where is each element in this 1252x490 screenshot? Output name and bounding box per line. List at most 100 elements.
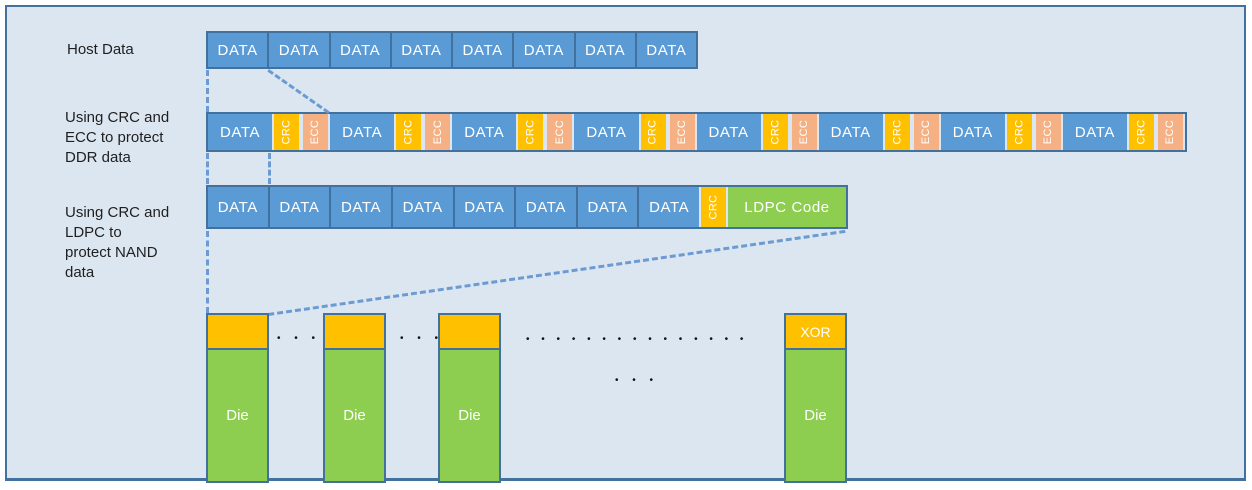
caption-line: protect NAND [65, 244, 158, 261]
data-block-label: DATA [340, 41, 381, 59]
data-block-label: DATA [830, 123, 871, 141]
dashed-connector-diagonal-ldpc [268, 229, 846, 316]
data-block: DATA [208, 187, 268, 227]
ecc-block: ECC [913, 114, 939, 150]
ecc-block: ECC [1158, 114, 1183, 150]
data-block-label: DATA [402, 198, 443, 216]
dashed-connector-diagonal [267, 69, 330, 114]
data-block-label: DATA [646, 41, 687, 59]
diagram-panel: Host Data Using CRC and ECC to protect D… [5, 5, 1246, 483]
data-block-label: DATA [464, 123, 505, 141]
ellipsis-dots-long: • • • • • • • • • • • • • • • [526, 334, 744, 345]
data-block: DATA [328, 33, 390, 67]
data-block: DATA [267, 33, 329, 67]
ellipsis-dots: • • • [615, 375, 654, 386]
ddr-protection-caption: Using CRC and ECC to protect DDR data [65, 108, 169, 168]
ecc-block: ECC [425, 114, 451, 150]
crc-block: CRC [1129, 114, 1154, 150]
host-data-caption-line: Host Data [67, 41, 134, 58]
data-block: DATA [452, 114, 517, 150]
data-block-label: DATA [217, 41, 258, 59]
data-block: DATA [1062, 114, 1127, 150]
ecc-block-label: ECC [553, 119, 566, 145]
crc-block: CRC [762, 114, 788, 150]
die-block: Die [438, 313, 501, 483]
dashed-connector-vertical [206, 70, 209, 112]
data-block-label: DATA [464, 198, 505, 216]
crc-block: CRC [274, 114, 300, 150]
data-block-label: DATA [217, 198, 258, 216]
data-block: DATA [329, 187, 391, 227]
data-block: DATA [512, 33, 574, 67]
ellipsis-dots: • • • [400, 333, 439, 344]
crc-block: CRC [701, 187, 726, 227]
crc-block: CRC [396, 114, 422, 150]
crc-block: CRC [518, 114, 544, 150]
crc-block: CRC [1006, 114, 1032, 150]
ecc-block: ECC [303, 114, 329, 150]
crc-block-label: CRC [707, 194, 720, 220]
data-block: DATA [514, 187, 576, 227]
data-block-label: DATA [587, 198, 628, 216]
ecc-block-label: ECC [676, 119, 688, 145]
crc-block-label: CRC [769, 119, 782, 145]
crc-block-label: CRC [524, 119, 537, 145]
data-block-label: DATA [649, 198, 690, 216]
data-block-label: DATA [342, 123, 383, 141]
crc-block: CRC [640, 114, 666, 150]
data-block: DATA [573, 33, 635, 67]
data-block-label: DATA [585, 41, 626, 59]
ldpc-code-block: LDPC Code [728, 187, 846, 227]
data-block: DATA [208, 33, 268, 67]
data-block: DATA [574, 114, 639, 150]
die-body-label: Die [325, 350, 384, 481]
xor-die-header: XOR [786, 315, 845, 350]
data-block-label: DATA [278, 41, 319, 59]
host-data-caption: Host Data [67, 40, 134, 60]
ecc-block-label: ECC [920, 119, 933, 145]
caption-line: Using CRC and [65, 109, 170, 126]
data-block-label: DATA [401, 41, 442, 59]
crc-block-label: CRC [1135, 119, 1148, 145]
die-header [208, 315, 267, 350]
data-block: DATA [452, 187, 515, 227]
data-block-label: DATA [525, 198, 567, 216]
die-body-label: Die [786, 350, 845, 481]
data-block-label: DATA [586, 123, 627, 141]
caption-line: Using CRC and [65, 204, 170, 221]
ecc-block: ECC [669, 114, 695, 150]
crc-block-label: CRC [280, 119, 293, 145]
crc-block-label: CRC [891, 119, 904, 145]
crc-block-label: CRC [647, 119, 660, 145]
ecc-block: ECC [791, 114, 817, 150]
ecc-block: ECC [547, 114, 573, 150]
nand-crc-ldpc-row: DATA DATA DATA DATA DATA DATA DATA DATA CRC LDPC … [206, 185, 848, 229]
data-block-label: DATA [523, 41, 564, 59]
caption-line: LDPC to [65, 224, 122, 241]
ecc-block-label: ECC [1042, 119, 1055, 145]
data-block: DATA [451, 33, 513, 67]
die-body-label: Die [208, 350, 267, 481]
data-block-label: DATA [462, 41, 503, 59]
data-block: DATA [634, 33, 696, 67]
data-block: DATA [575, 187, 638, 227]
data-block-label: DATA [279, 198, 320, 216]
dashed-connector-vertical [206, 153, 209, 184]
data-block: DATA [208, 114, 273, 150]
dashed-connector-vertical [268, 153, 271, 184]
die-header [325, 315, 384, 350]
die-block: Die [323, 313, 386, 483]
caption-line: DDR data [65, 149, 131, 166]
data-block: DATA [940, 114, 1005, 150]
dashed-connector-vertical [206, 231, 209, 313]
host-data-row: DATA DATA DATA DATA DATA DATA DATA DATA [206, 31, 698, 69]
caption-line: ECC to protect [65, 129, 164, 146]
die-block: Die [206, 313, 269, 483]
crc-block: CRC [884, 114, 910, 150]
crc-block-label: CRC [402, 119, 415, 145]
ellipsis-dots: • • • [277, 333, 316, 344]
ecc-block-label: ECC [309, 119, 322, 145]
xor-die-block: XOR Die [784, 313, 847, 483]
ecc-block-label: ECC [798, 119, 811, 145]
